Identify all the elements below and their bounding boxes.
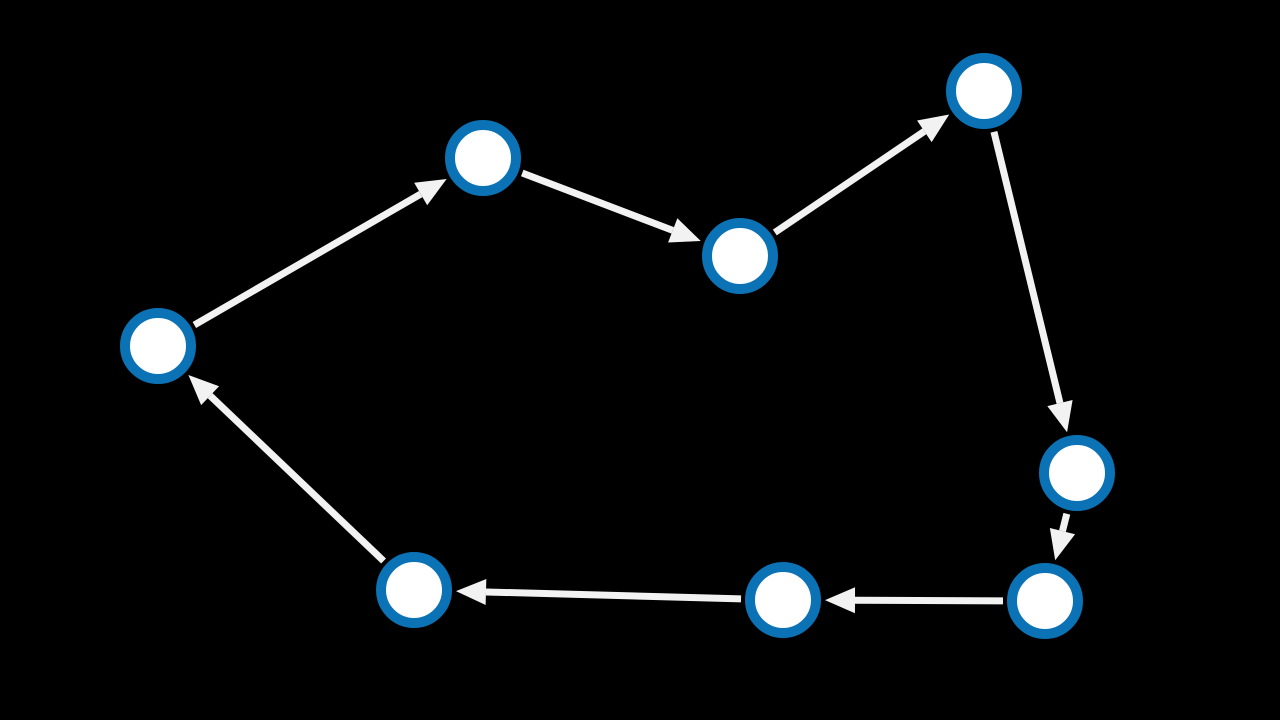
edges-layer: [188, 114, 1076, 614]
edge-arrowhead-icon: [825, 587, 856, 614]
edge-arrowhead-icon: [455, 578, 487, 605]
node-circle[interactable]: [376, 552, 452, 628]
graph-node[interactable]: [1007, 563, 1083, 639]
edge-arrowhead-icon: [668, 218, 701, 243]
graph-node[interactable]: [702, 218, 778, 294]
node-circle[interactable]: [745, 562, 821, 638]
edge-shaft: [1059, 512, 1071, 532]
graph-edge: [192, 179, 447, 328]
node-circle[interactable]: [946, 53, 1022, 129]
node-circle[interactable]: [1007, 563, 1083, 639]
graph-node[interactable]: [745, 562, 821, 638]
edge-shaft: [520, 169, 674, 234]
edge-arrowhead-icon: [414, 179, 447, 206]
edge-shaft: [854, 596, 1004, 605]
graph-node[interactable]: [445, 120, 521, 196]
graph-node[interactable]: [376, 552, 452, 628]
edge-shaft: [207, 393, 387, 564]
edge-shaft: [192, 191, 423, 328]
node-circle[interactable]: [702, 218, 778, 294]
edge-shaft: [485, 588, 742, 603]
graph-edge: [188, 374, 387, 564]
graph-edge: [772, 114, 950, 236]
nodes-layer: [120, 53, 1115, 639]
graph-edge: [825, 587, 1004, 614]
edge-arrowhead-icon: [1047, 399, 1073, 433]
graph-edge: [990, 130, 1073, 433]
node-circle[interactable]: [120, 308, 196, 384]
graph-edge: [1049, 512, 1076, 561]
edge-arrowhead-icon: [1049, 528, 1076, 561]
node-circle[interactable]: [445, 120, 521, 196]
graph-node[interactable]: [120, 308, 196, 384]
edge-arrowhead-icon: [188, 374, 220, 406]
node-circle[interactable]: [1039, 435, 1115, 511]
edge-shaft: [990, 130, 1064, 404]
graph-edge: [520, 169, 701, 243]
edge-shaft: [772, 128, 927, 236]
graph-node[interactable]: [1039, 435, 1115, 511]
graph-edge: [455, 578, 742, 605]
graph-node[interactable]: [946, 53, 1022, 129]
edge-arrowhead-icon: [917, 114, 950, 143]
